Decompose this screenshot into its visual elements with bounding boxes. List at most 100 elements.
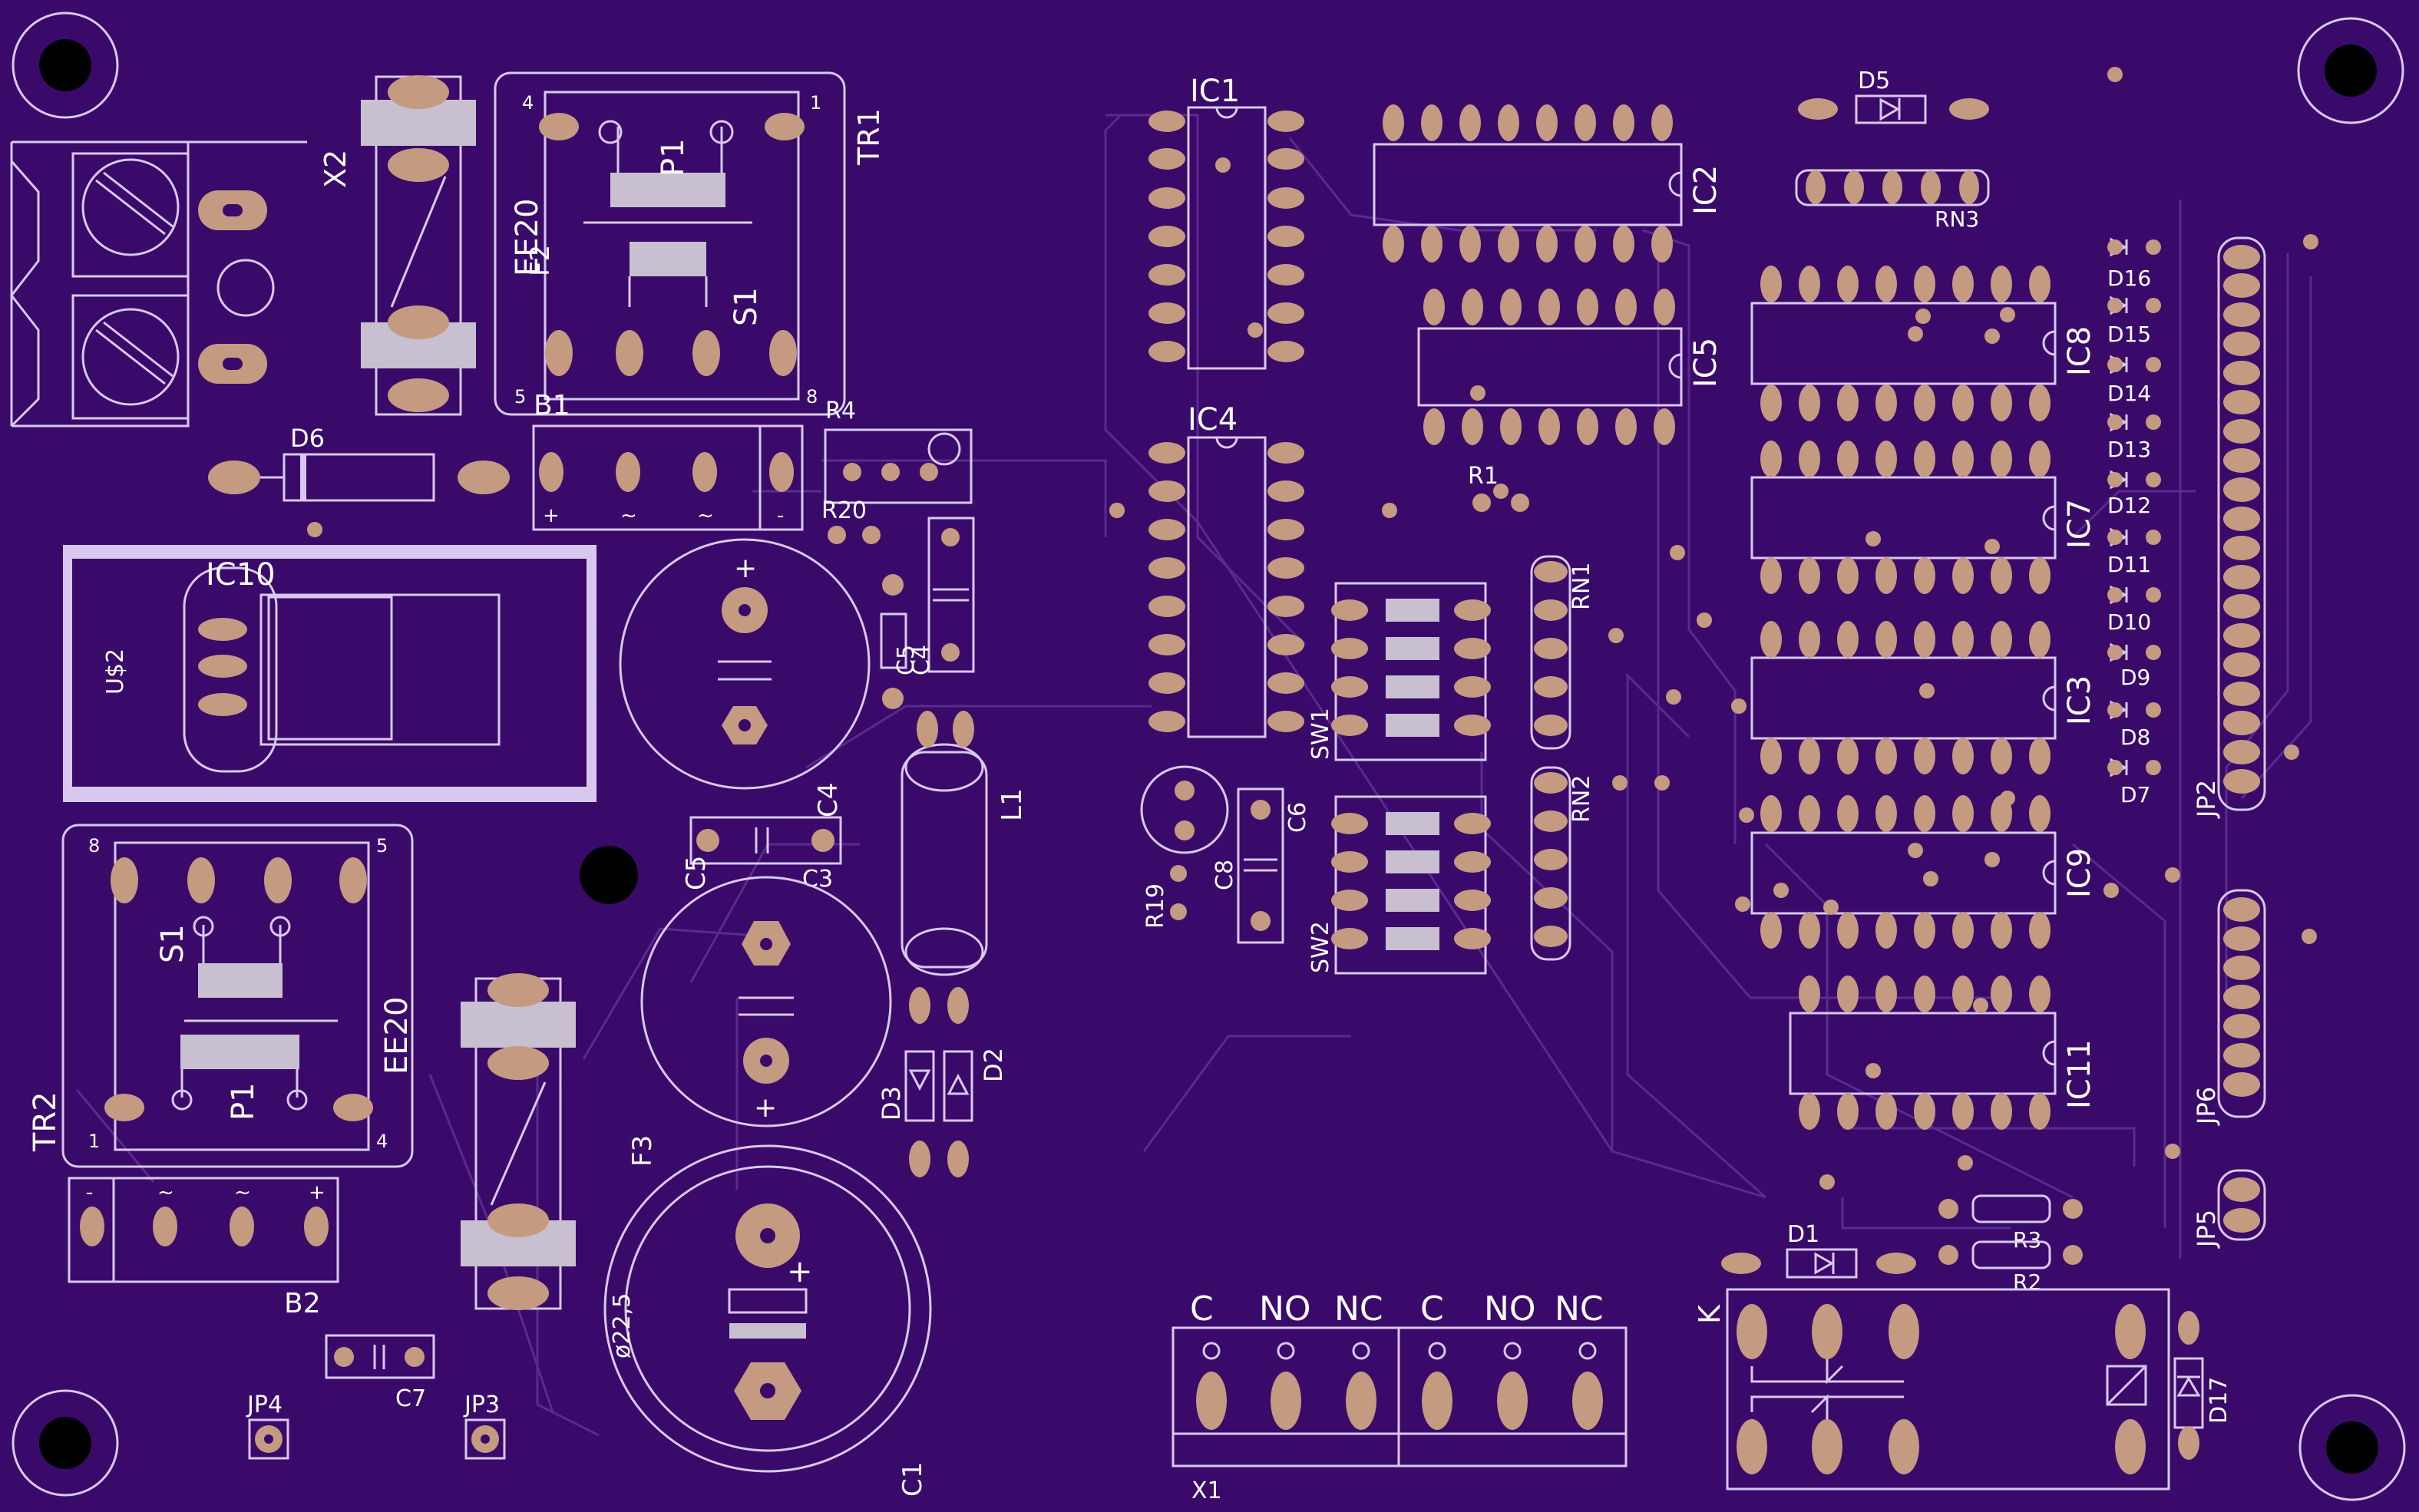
led-d8: D8 (2107, 700, 2161, 750)
bridge-rectifier-b2: - ~ ~ + B2 (68, 1177, 339, 1319)
label-ic1: IC1 (1190, 74, 1240, 109)
label-ic11: IC11 (2062, 1039, 2097, 1109)
jumper-jp3: JP3 (463, 1392, 506, 1460)
jumper-jp4: JP4 (246, 1392, 289, 1460)
ic-ic4: IC4 (1148, 402, 1304, 738)
label-c4: C4 (813, 783, 844, 817)
relay-k: K (1693, 1288, 2170, 1491)
label-d13: D13 (2107, 437, 2151, 462)
label-d9: D9 (2120, 665, 2150, 690)
label-pin1-bottom: 1 (88, 1131, 100, 1152)
label-b2: B2 (284, 1288, 321, 1319)
label-c1-diameter: ø22,5 (609, 1293, 636, 1358)
dip-switch-sw1: SW1 (1307, 582, 1491, 761)
ic-ic7: IC7 (1750, 441, 2097, 594)
label-ic5: IC5 (1688, 338, 1723, 388)
resistor-network-rn1: RN1 (1530, 555, 1595, 750)
mounting-hole-bottom-left (12, 1389, 119, 1497)
led-d16: D16 (2107, 237, 2161, 291)
regulator-ic10: IC10 U$2 (63, 545, 596, 802)
label-d2: D2 (979, 1048, 1008, 1082)
label-ic2: IC2 (1688, 165, 1723, 215)
label-rn1: RN1 (1568, 563, 1595, 610)
ic-ic9: IC9 (1750, 795, 2097, 949)
label-d3: D3 (877, 1086, 906, 1121)
label-k: K (1693, 1304, 1727, 1324)
label-ic8: IC8 (2062, 326, 2097, 376)
diode-d5: D5 (1798, 68, 1989, 124)
label-b1-plus: + (543, 504, 560, 527)
label-pin8-bottom: 8 (88, 835, 100, 857)
label-pin8-top: 8 (806, 386, 818, 408)
label-b1: B1 (534, 390, 570, 421)
ic-ic5: IC5 (1417, 289, 1723, 445)
label-d10: D10 (2107, 609, 2151, 635)
label-cap1-plus: + (734, 553, 757, 584)
fuse-holder-x2: X2 (319, 75, 476, 416)
ic-ic11: IC11 (1789, 976, 2097, 1130)
ic-ic1: IC1 (1148, 74, 1304, 370)
led-d7: D7 (2107, 758, 2161, 807)
label-b1-minus: - (777, 504, 784, 527)
label-ic3: IC3 (2062, 675, 2097, 725)
label-c4-vertical: C4 (908, 645, 935, 675)
label-p1-top: P1 (656, 138, 691, 177)
led-d11: D11 (2107, 527, 2161, 577)
resistor-r3: R3 (1938, 1194, 2083, 1253)
label-r4: R4 (825, 398, 856, 424)
label-d1: D1 (1787, 1221, 1819, 1248)
diode-d1: D1 (1721, 1221, 1916, 1279)
label-ee20-top: EE20 (510, 199, 545, 276)
label-x2: X2 (319, 150, 352, 188)
label-sw2: SW2 (1307, 921, 1334, 973)
fuse-holder-f3 (461, 973, 576, 1310)
led-d9: D9 (2107, 642, 2161, 690)
label-jp5: JP5 (2192, 1210, 2221, 1249)
label-x1-c1: C (1190, 1289, 1214, 1329)
led-d12: D12 (2107, 470, 2161, 518)
diode-d6: D6 (208, 424, 510, 502)
mounting-hole-bottom-right (2298, 1394, 2406, 1501)
label-jp3: JP3 (463, 1392, 500, 1418)
label-s1-top: S1 (729, 287, 764, 326)
label-sw1: SW1 (1307, 708, 1334, 760)
label-pin1-top: 1 (810, 92, 821, 114)
ic-ic8: IC8 (1750, 266, 2097, 421)
label-x1: X1 (1191, 1477, 1222, 1504)
ic-ic3: IC3 (1750, 621, 2097, 774)
label-jp4: JP4 (246, 1392, 283, 1418)
via (307, 522, 322, 537)
vias (1109, 67, 2318, 1190)
capacitor-c7: C7 (325, 1334, 435, 1412)
label-rn2: RN2 (1568, 775, 1595, 823)
label-jp6: JP6 (2192, 1087, 2221, 1126)
label-c7: C7 (395, 1385, 426, 1412)
diode-d17: D17 (2173, 1311, 2232, 1460)
header-jp6: JP6 (2192, 889, 2266, 1126)
mounting-hole-top-left (12, 12, 119, 119)
transformer-tr1: TR1 EE20 F2 P1 S1 4 1 5 8 (494, 71, 886, 416)
bridge-rectifier-b1: B1 + ~ ~ - (532, 390, 804, 531)
label-l1: L1 (996, 788, 1028, 821)
ic-ic2: IC2 (1373, 104, 1723, 262)
label-c1: C1 (897, 1462, 928, 1497)
label-us2: U$2 (102, 649, 129, 695)
label-x1-c2: C (1420, 1289, 1444, 1329)
capacitor-c4-vertical: C4 C5 (880, 517, 975, 709)
label-jp2: JP2 (2192, 780, 2221, 819)
resistor-r20: R20 (821, 497, 881, 544)
label-c8: C8 (1211, 860, 1238, 890)
trimmer-r4: R4 (824, 398, 973, 504)
resistor-r1: R1 (1468, 463, 1529, 512)
label-x1-nc1: NC (1334, 1289, 1383, 1329)
label-cap2-plus: + (754, 1092, 777, 1124)
label-pin4-bottom: 4 (376, 1131, 388, 1152)
label-b2-tilde-2: ~ (234, 1181, 251, 1204)
label-r20: R20 (821, 497, 867, 524)
label-d5: D5 (1858, 68, 1890, 94)
led-d10: D10 (2107, 585, 2161, 635)
label-ic4: IC4 (1188, 402, 1238, 437)
label-c6: C6 (1284, 802, 1311, 833)
resistor-network-rn2: RN2 (1530, 766, 1595, 961)
